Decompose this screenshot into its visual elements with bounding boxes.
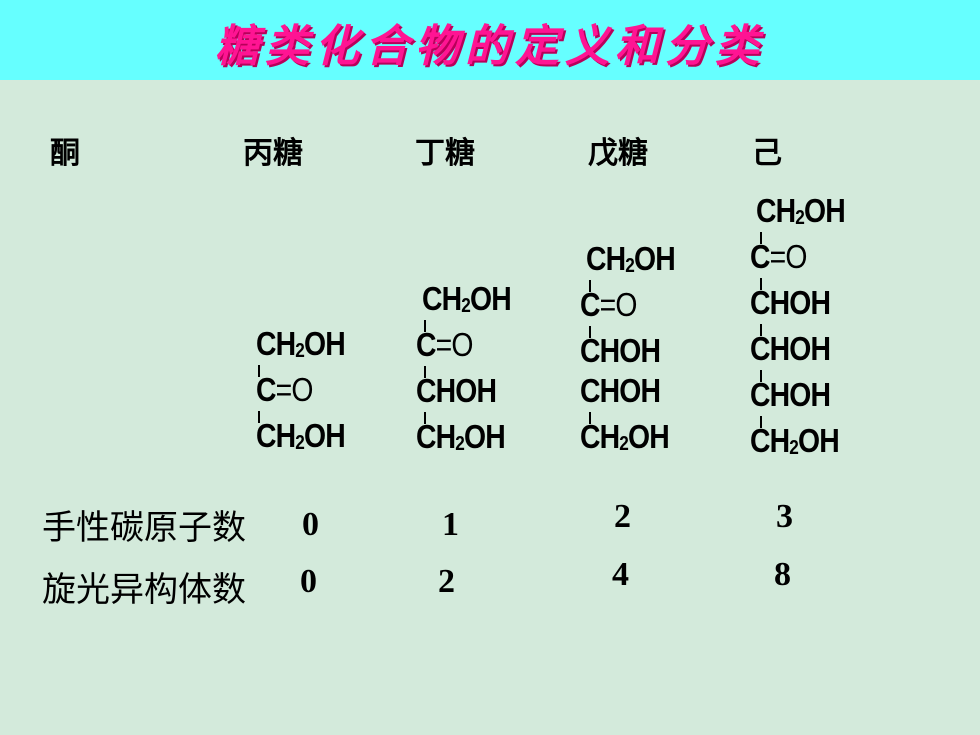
chiral-count-tetrose: 1 <box>442 506 459 543</box>
group-carbonyl: C=O <box>416 326 473 363</box>
label-optical-isomers: 旋光异构体数 <box>42 570 246 610</box>
isomer-count-pentose: 4 <box>612 556 629 593</box>
header-tetrose: 丁糖 <box>415 136 475 171</box>
group-ch2oh: CH2OH <box>756 192 846 229</box>
group-ch2oh: CH2OH <box>580 418 670 455</box>
bond <box>760 416 762 428</box>
group-carbonyl: C=O <box>580 286 637 323</box>
group-ch2oh: CH2OH <box>586 240 676 277</box>
group-ch2oh: CH2OH <box>256 417 346 454</box>
bond <box>258 365 260 377</box>
group-choh: CHOH <box>750 330 831 367</box>
bond <box>760 324 762 336</box>
structure-triose: CH2OH C=O CH2OH <box>256 321 359 459</box>
header-pentose: 戊糖 <box>588 136 648 171</box>
label-chiral-carbons: 手性碳原子数 <box>42 508 246 548</box>
bond <box>424 412 426 424</box>
bond <box>760 370 762 382</box>
group-carbonyl: C=O <box>256 371 313 408</box>
isomer-count-triose: 0 <box>300 563 317 600</box>
group-choh: CHOH <box>580 332 661 369</box>
bond <box>589 326 591 338</box>
group-carbonyl: C=O <box>750 238 807 275</box>
chiral-count-pentose: 2 <box>614 498 631 535</box>
header-ketone: 酮 <box>50 136 80 171</box>
header-hexose: 己 <box>752 136 782 171</box>
group-choh: CHOH <box>416 372 497 409</box>
bond <box>760 278 762 290</box>
chiral-count-hexose: 3 <box>776 498 793 535</box>
bond <box>589 280 591 292</box>
header-triose: 丙糖 <box>243 136 303 171</box>
bond <box>424 366 426 378</box>
bond <box>258 411 260 423</box>
group-choh: CHOH <box>750 376 831 413</box>
isomer-count-tetrose: 2 <box>438 563 455 600</box>
slide-title: 糖类化合物的定义和分类 <box>215 21 765 72</box>
structure-hexose: CH2OH C=O CHOH CHOH CHOH CH2OH <box>750 188 859 464</box>
title-bar <box>0 0 980 80</box>
bond <box>760 232 762 244</box>
group-ch2oh: CH2OH <box>422 280 512 317</box>
structure-pentose: CH2OH C=O CHOH CHOH CH2OH <box>580 236 689 460</box>
group-choh: CHOH <box>750 284 831 321</box>
group-choh: CHOH <box>580 372 661 409</box>
group-ch2oh: CH2OH <box>750 422 840 459</box>
chiral-count-triose: 0 <box>302 506 319 543</box>
bond <box>589 412 591 424</box>
bond <box>424 320 426 332</box>
group-ch2oh: CH2OH <box>416 418 506 455</box>
isomer-count-hexose: 8 <box>774 556 791 593</box>
structure-tetrose: CH2OH C=O CHOH CH2OH <box>416 276 525 460</box>
group-ch2oh: CH2OH <box>256 325 346 362</box>
